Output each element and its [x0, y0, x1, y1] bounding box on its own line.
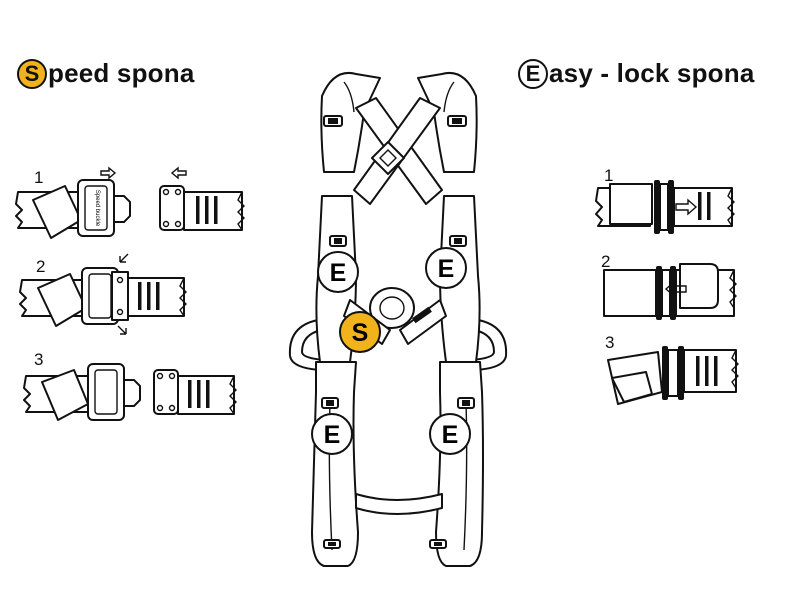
arrow-left-icon — [170, 166, 187, 180]
speed-badge-icon: S — [17, 58, 47, 89]
marker-e-chest-right: E — [425, 247, 467, 289]
marker-e-chest-left: E — [317, 251, 359, 293]
legend-speed-spona: S peed spona — [17, 58, 194, 89]
arrow-right-icon — [100, 166, 117, 180]
easy-step-1-diagram — [595, 180, 735, 234]
marker-e-leg-left: E — [311, 413, 353, 455]
harness-illustration — [288, 72, 508, 567]
svg-text:S: S — [352, 319, 369, 347]
buckle-print-text: Speed buckle — [94, 190, 100, 227]
speed-step-2-number: 2 — [36, 257, 46, 276]
arrow-right-icon — [675, 198, 698, 216]
speed-step-3-diagram — [23, 363, 237, 421]
arrow-left-icon — [664, 280, 687, 298]
svg-text:E: E — [442, 421, 459, 449]
arrow-up-left-icon — [117, 325, 127, 335]
svg-text:E: E — [438, 255, 455, 283]
legend-speed-text: peed spona — [48, 58, 195, 88]
speed-step-2-diagram — [19, 253, 187, 335]
easy-step-1-number: 1 — [604, 166, 614, 185]
svg-text:E: E — [324, 421, 341, 449]
easy-step-2-number: 2 — [601, 252, 611, 271]
legend-easy-lock-spona: E asy - lock spona — [518, 58, 755, 89]
marker-s-center: S — [339, 311, 381, 353]
legend-easy-text: asy - lock spona — [549, 58, 755, 88]
speed-step-1-number: 1 — [34, 168, 44, 187]
easy-step-3-diagram — [607, 346, 739, 405]
marker-e-leg-right: E — [429, 413, 471, 455]
svg-text:E: E — [330, 259, 347, 287]
easy-step-2-diagram — [603, 263, 737, 320]
easy-badge-icon: E — [518, 58, 548, 89]
easy-step-3-number: 3 — [605, 333, 615, 352]
speed-step-1-diagram: Speed buckle — [15, 166, 245, 239]
arrow-down-left-icon — [119, 253, 129, 263]
speed-step-3-number: 3 — [34, 350, 44, 369]
